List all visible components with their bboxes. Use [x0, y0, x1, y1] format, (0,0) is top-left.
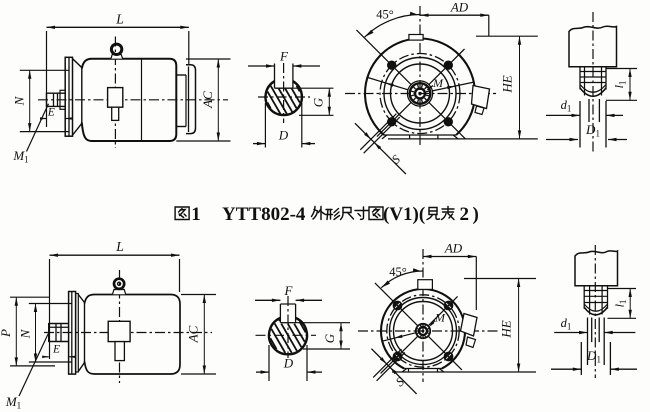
- svg-text:D: D: [278, 128, 289, 143]
- svg-text:L: L: [115, 239, 124, 254]
- svg-text:YTT802-4: YTT802-4: [222, 204, 306, 225]
- svg-text:d1: d1: [561, 316, 572, 332]
- svg-text:G: G: [311, 97, 326, 107]
- svg-text:D: D: [283, 356, 294, 371]
- svg-text:AD: AD: [450, 0, 469, 15]
- svg-text:(V1)(: (V1)(: [383, 204, 425, 225]
- svg-text:F: F: [279, 49, 289, 64]
- svg-text:M: M: [432, 76, 444, 90]
- svg-text:N: N: [12, 95, 27, 106]
- svg-text:L: L: [115, 12, 124, 27]
- svg-text:1: 1: [191, 204, 201, 225]
- svg-text:): ): [473, 204, 479, 225]
- svg-text:N: N: [18, 328, 33, 339]
- svg-text:AD: AD: [444, 241, 463, 256]
- svg-text:45°: 45°: [376, 8, 394, 22]
- svg-text:l1: l1: [613, 300, 629, 308]
- svg-text:M: M: [434, 311, 446, 325]
- svg-text:d1: d1: [561, 98, 572, 114]
- svg-text:F: F: [284, 283, 294, 298]
- svg-text:E: E: [47, 107, 55, 119]
- svg-text:P: P: [0, 329, 13, 338]
- svg-text:2: 2: [460, 204, 470, 225]
- svg-text:HE: HE: [500, 75, 515, 93]
- svg-text:AC: AC: [186, 325, 201, 343]
- svg-text:AC: AC: [200, 91, 215, 109]
- svg-text:45°: 45°: [389, 265, 407, 279]
- svg-text:HE: HE: [499, 320, 514, 338]
- svg-text:G: G: [322, 333, 337, 343]
- svg-text:l1: l1: [612, 81, 628, 89]
- svg-text:E: E: [52, 344, 60, 356]
